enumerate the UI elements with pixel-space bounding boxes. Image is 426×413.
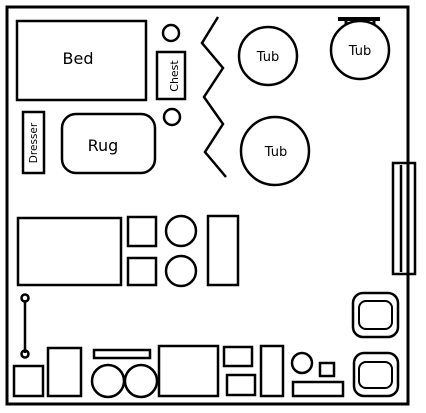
bottom-stool-2 <box>123 363 159 399</box>
chest-label: Chest <box>168 60 181 92</box>
tub-upper <box>237 25 299 87</box>
bottom-stool-1 <box>90 363 126 399</box>
bottom-box-lower <box>225 373 257 397</box>
box-upper <box>126 215 158 248</box>
bed-label: Bed <box>63 49 94 68</box>
small-round-stool-top <box>161 23 181 43</box>
tub-lower-label: Tub <box>264 145 287 160</box>
bottom-low-bench <box>291 380 345 398</box>
small-round-stool-bottom <box>162 107 182 127</box>
bottom-cabinet <box>46 346 83 398</box>
bottom-tall-cabinet <box>259 344 285 398</box>
fixture-lower <box>352 351 400 398</box>
zigzag-partition <box>200 16 227 178</box>
bottom-table <box>157 344 220 398</box>
chest <box>155 50 187 101</box>
bottom-shelf <box>92 348 152 360</box>
rug-label: Rug <box>88 136 119 155</box>
bed <box>15 19 148 102</box>
pole-top-knob <box>20 293 30 303</box>
room-outline <box>5 5 410 406</box>
dresser-label: Dresser <box>28 122 40 163</box>
stool-upper <box>164 214 198 248</box>
tub-upper-label: Tub <box>256 50 279 65</box>
bench <box>206 214 240 287</box>
tub-top-right-label: Tub <box>348 44 371 59</box>
bottom-small-stool <box>290 351 314 375</box>
box-lower <box>126 256 158 287</box>
rug <box>60 112 157 175</box>
stool-lower <box>164 254 198 288</box>
bottom-box-upper <box>222 345 254 368</box>
dresser <box>21 110 46 175</box>
bottom-small-box <box>318 361 336 378</box>
door <box>391 161 417 276</box>
fixture-lower-inner <box>358 361 393 389</box>
fixture-upper <box>351 291 400 339</box>
table-large <box>16 216 123 287</box>
tub-lower <box>239 115 311 187</box>
bottom-box-1 <box>12 364 45 398</box>
pole-bottom-knob <box>20 349 30 359</box>
fixture-upper-inner <box>358 300 393 330</box>
